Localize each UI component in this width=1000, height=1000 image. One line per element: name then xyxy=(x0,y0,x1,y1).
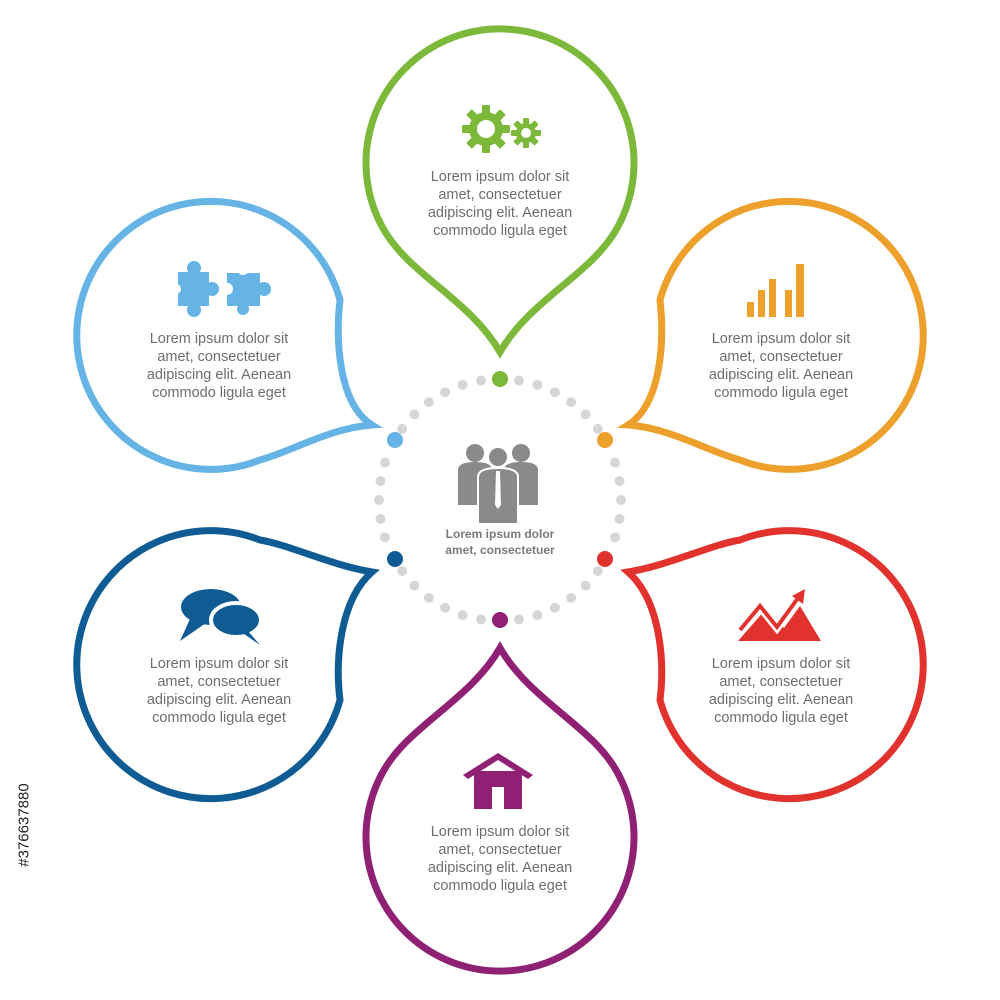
puzzle-icon xyxy=(171,261,271,317)
stock-id-text: #376637880 xyxy=(15,783,33,867)
petal-text-line: commodo ligula eget xyxy=(433,223,567,239)
ring-dot xyxy=(476,614,487,625)
petal-text-line: Lorem ipsum dolor sit xyxy=(149,656,289,672)
petal-text-line: commodo ligula eget xyxy=(152,710,286,726)
stock-id-label: #376637880 xyxy=(12,760,36,890)
petal-text-line: Lorem ipsum dolor sit xyxy=(711,331,851,347)
petal-text-line: commodo ligula eget xyxy=(714,710,848,726)
ring-dot xyxy=(532,379,543,390)
ring-dot xyxy=(610,532,621,543)
petal-text-line: commodo ligula eget xyxy=(714,385,848,401)
people-group-icon xyxy=(458,444,538,525)
ring-dot xyxy=(423,397,434,408)
petal-outline-lower-right xyxy=(620,527,927,803)
petal-text-bottom: Lorem ipsum dolor sit amet, consectetuer… xyxy=(390,823,610,895)
ring-dot xyxy=(409,409,420,420)
petal-text-line: amet, consectetuer xyxy=(438,842,562,858)
ring-dot xyxy=(592,566,603,577)
petal-text-line: adipiscing elit. Aenean xyxy=(146,692,292,708)
ring-dot xyxy=(513,375,524,386)
ring-dot xyxy=(375,476,386,487)
petal-text-line: amet, consectetuer xyxy=(438,187,562,203)
connector-dot-lower-left xyxy=(387,551,403,567)
petal-text-lower-right: Lorem ipsum dolor sit amet, consectetuer… xyxy=(671,655,891,727)
ring-dot xyxy=(375,513,386,524)
petal-text-line: adipiscing elit. Aenean xyxy=(427,860,573,876)
petal-text-line: Lorem ipsum dolor sit xyxy=(149,331,289,347)
petal-text-line: commodo ligula eget xyxy=(152,385,286,401)
ring-dot xyxy=(379,532,390,543)
connector-dot-upper-right xyxy=(597,432,613,448)
petal-text-upper-right: Lorem ipsum dolor sit amet, consectetuer… xyxy=(671,330,891,402)
center-text-line: amet, consectetuer xyxy=(445,543,555,557)
ring-dot xyxy=(610,457,621,468)
ring-dot xyxy=(549,387,560,398)
ring-dot xyxy=(476,375,487,386)
petal-outline-upper-right xyxy=(617,197,927,473)
ring-dot xyxy=(566,592,577,603)
petal-text-line: Lorem ipsum dolor sit xyxy=(430,824,570,840)
petal-outline-top xyxy=(362,25,638,359)
home-icon xyxy=(463,753,533,809)
ring-dot xyxy=(592,423,603,434)
ring-dot xyxy=(549,602,560,613)
center-dotted-ring xyxy=(374,375,626,625)
petal-text-line: commodo ligula eget xyxy=(433,878,567,894)
ring-dot xyxy=(374,495,384,505)
petal-text-line: Lorem ipsum dolor sit xyxy=(711,656,851,672)
petal-text-top: Lorem ipsum dolor sit amet, consectetuer… xyxy=(390,168,610,240)
petal-outline-upper-left xyxy=(73,197,383,473)
ring-dot xyxy=(379,457,390,468)
center-text-line: Lorem ipsum dolor xyxy=(445,527,555,541)
ring-dot xyxy=(457,379,468,390)
petal-text-lower-left: Lorem ipsum dolor sit amet, consectetuer… xyxy=(109,655,329,727)
trend-arrow-icon xyxy=(736,589,821,641)
ring-dot xyxy=(580,409,591,420)
petal-text-line: amet, consectetuer xyxy=(719,349,843,365)
petal-outline-lower-left xyxy=(73,527,380,803)
petal-text-upper-left: Lorem ipsum dolor sit amet, consectetuer… xyxy=(109,330,329,402)
petal-text-line: amet, consectetuer xyxy=(719,674,843,690)
ring-dot xyxy=(614,476,625,487)
petal-text-line: amet, consectetuer xyxy=(157,674,281,690)
ring-dot xyxy=(397,566,408,577)
bar-chart-icon xyxy=(747,264,804,317)
ring-dot xyxy=(457,610,468,621)
petal-outline-bottom xyxy=(362,641,638,975)
petal-text-line: adipiscing elit. Aenean xyxy=(708,692,854,708)
ring-dot xyxy=(409,580,420,591)
ring-dot xyxy=(397,423,408,434)
ring-dot xyxy=(614,513,625,524)
ring-dot xyxy=(580,580,591,591)
chat-bubbles-icon xyxy=(180,589,263,645)
petal-text-line: adipiscing elit. Aenean xyxy=(427,205,573,221)
ring-dot xyxy=(513,614,524,625)
petal-text-line: adipiscing elit. Aenean xyxy=(146,367,292,383)
center-text: Lorem ipsum dolor amet, consectetuer xyxy=(400,526,600,558)
gears-icon xyxy=(462,105,541,153)
ring-dot xyxy=(566,397,577,408)
petal-text-line: Lorem ipsum dolor sit xyxy=(430,169,570,185)
connector-dot-lower-right xyxy=(597,551,613,567)
petal-text-line: adipiscing elit. Aenean xyxy=(708,367,854,383)
ring-dot xyxy=(440,602,451,613)
connector-dot-top xyxy=(492,371,508,387)
ring-dot xyxy=(616,495,626,505)
ring-dot xyxy=(532,610,543,621)
connector-dot-upper-left xyxy=(387,432,403,448)
ring-dot xyxy=(440,387,451,398)
ring-dot xyxy=(423,592,434,603)
connector-dot-bottom xyxy=(492,612,508,628)
petal-text-line: amet, consectetuer xyxy=(157,349,281,365)
